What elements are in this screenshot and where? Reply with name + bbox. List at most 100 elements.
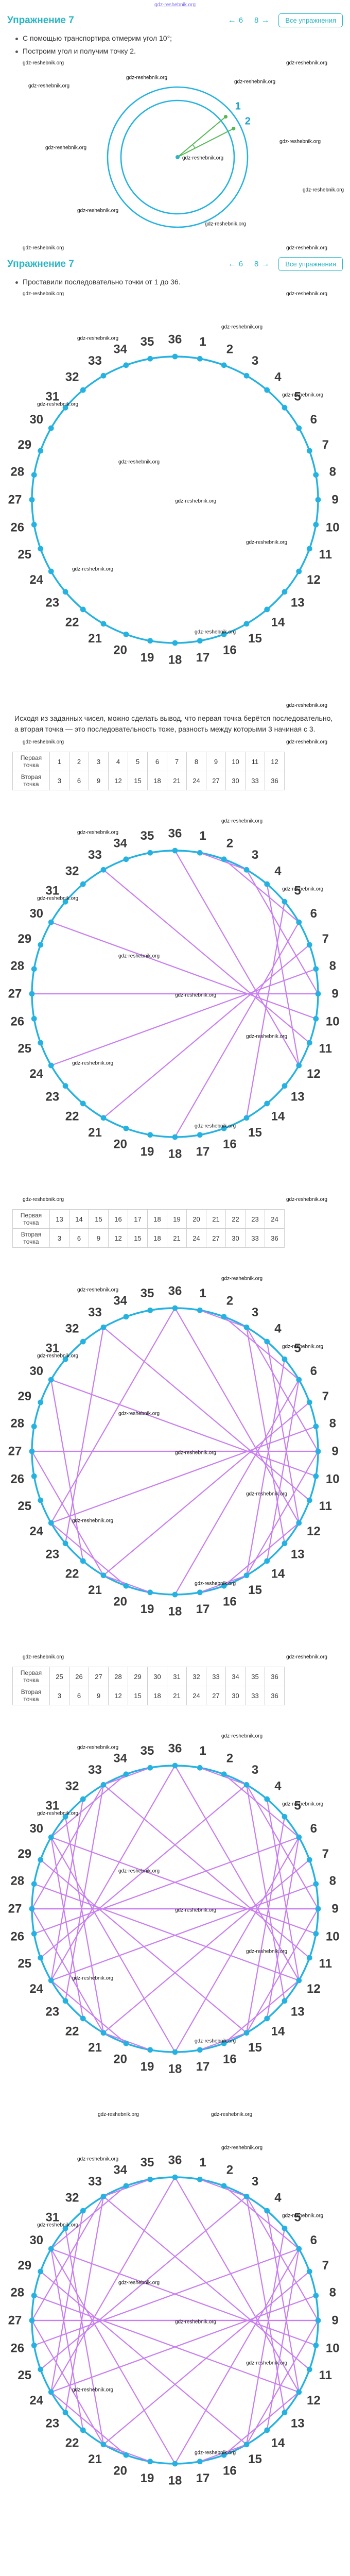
chord-line	[246, 2320, 319, 2445]
watermark-text: gdz-reshebnik.org	[234, 79, 275, 85]
point-label: 5	[294, 390, 301, 404]
point-label: 31	[45, 1342, 59, 1355]
point-label: 28	[10, 1416, 24, 1430]
point-label: 13	[291, 596, 305, 609]
point-label: 23	[45, 1090, 59, 1104]
point-label: 21	[88, 2041, 102, 2055]
point-label: 15	[248, 632, 262, 646]
point-label: 4	[274, 864, 282, 878]
point-dot	[172, 2049, 178, 2055]
chord-line	[103, 1327, 310, 1501]
top-watermark-link[interactable]: gdz-reshebnik.org	[154, 2, 196, 8]
point-dot	[197, 638, 203, 644]
watermark-text: gdz-reshebnik.org	[221, 2145, 262, 2151]
all-exercises-button[interactable]: Все упражнения	[278, 257, 343, 271]
point-label: 13	[291, 1547, 305, 1561]
explanation-text: Исходя из заданных чисел, можно сделать …	[14, 714, 333, 733]
point-label: 30	[29, 1364, 43, 1378]
point-label: 7	[322, 438, 329, 452]
point-dot	[100, 1324, 107, 1330]
watermark-text: gdz-reshebnik.org	[246, 540, 287, 546]
point-label: 12	[307, 573, 321, 587]
chord-circle-diagram-3: 1234567891011121314151617181920212223242…	[8, 1734, 340, 2076]
prev-exercise-button[interactable]: ← 6	[228, 16, 243, 25]
all-exercises-button[interactable]: Все упражнения	[278, 13, 343, 27]
point-dot	[147, 1307, 153, 1313]
watermark-text: gdz-reshebnik.org	[246, 2361, 287, 2366]
point-label: 15	[248, 2452, 262, 2466]
watermark-text: gdz-reshebnik.org	[195, 630, 236, 635]
watermark-text: gdz-reshebnik.org	[23, 291, 64, 297]
value-cell: 9	[89, 1228, 109, 1248]
point-dot	[296, 1834, 302, 1840]
watermark-row: gdz-reshebnik.org gdz-reshebnik.org	[0, 290, 350, 298]
watermark-text: gdz-reshebnik.org	[72, 567, 113, 572]
point-dot	[172, 848, 178, 854]
value-cell: 12	[108, 771, 128, 790]
point-label: 18	[168, 653, 182, 667]
value-cell: 6	[69, 1228, 89, 1248]
outer-circle	[107, 86, 249, 228]
value-cell: 14	[69, 1209, 89, 1229]
next-exercise-button[interactable]: 8 →	[254, 16, 269, 25]
point-dot	[31, 1473, 37, 1479]
watermark-text: gdz-reshebnik.org	[72, 1061, 113, 1066]
point-label: 12	[307, 2394, 321, 2408]
point-label: 2	[245, 116, 251, 127]
point-label: 31	[45, 1799, 59, 1813]
chord-line	[246, 1908, 319, 2033]
point-label: 24	[29, 1982, 43, 1996]
point-label: 25	[18, 1499, 31, 1513]
point-dot	[31, 1881, 37, 1887]
point-label: 22	[65, 2436, 79, 2450]
point-label: 35	[141, 829, 154, 843]
point-dot	[221, 2183, 227, 2189]
point-label: 29	[18, 932, 31, 946]
point-label: 2	[226, 342, 233, 356]
chord-line	[223, 1316, 300, 1380]
next-exercise-button[interactable]: 8 →	[254, 260, 269, 269]
point-dot	[243, 1782, 250, 1788]
point-dot	[306, 2268, 312, 2275]
value-cell: 30	[225, 771, 246, 790]
watermark-text: gdz-reshebnik.org	[286, 739, 327, 745]
point-dot	[38, 942, 44, 948]
point-dot	[48, 568, 54, 574]
ray-line	[177, 128, 234, 158]
point-dot	[48, 2246, 54, 2252]
exercise-pagination: ← 6 8 →	[228, 16, 270, 25]
point-label: 33	[88, 354, 102, 368]
watermark-text: gdz-reshebnik.org	[282, 1344, 323, 1350]
chord-line	[40, 2271, 247, 2445]
point-label: 11	[319, 1957, 332, 1971]
point-label: 7	[322, 1847, 329, 1861]
point-label: 6	[310, 2233, 317, 2247]
point-label: 9	[331, 1445, 338, 1459]
watermark-text: gdz-reshebnik.org	[175, 1450, 216, 1456]
value-cell: 21	[167, 771, 187, 790]
point-dot	[80, 2015, 86, 2022]
point-label: 17	[196, 2471, 210, 2485]
arrow-right-icon: →	[261, 15, 270, 25]
point-dot	[282, 2225, 288, 2231]
point-dot	[80, 606, 86, 613]
value-cell: 12	[108, 1228, 128, 1248]
point-label: 30	[29, 907, 43, 921]
point-label: 10	[326, 1930, 340, 1944]
prev-exercise-button[interactable]: ← 6	[228, 260, 243, 269]
watermark-text: gdz-reshebnik.org	[45, 145, 86, 151]
point-dot	[48, 1377, 54, 1383]
watermark-text: gdz-reshebnik.org	[175, 499, 216, 504]
point-label: 34	[113, 1751, 127, 1765]
value-cell: 33	[206, 1667, 226, 1686]
watermark-text: gdz-reshebnik.org	[211, 2112, 253, 2117]
point-dot	[282, 2410, 288, 2416]
point-dot	[80, 881, 86, 887]
point-label: 7	[322, 1389, 329, 1403]
chord-line	[50, 1379, 84, 1562]
point-dot	[147, 1132, 153, 1138]
point-dot	[31, 521, 37, 528]
point-dot	[48, 1977, 54, 1984]
point-label: 6	[310, 1822, 317, 1836]
point-dot	[296, 425, 302, 431]
